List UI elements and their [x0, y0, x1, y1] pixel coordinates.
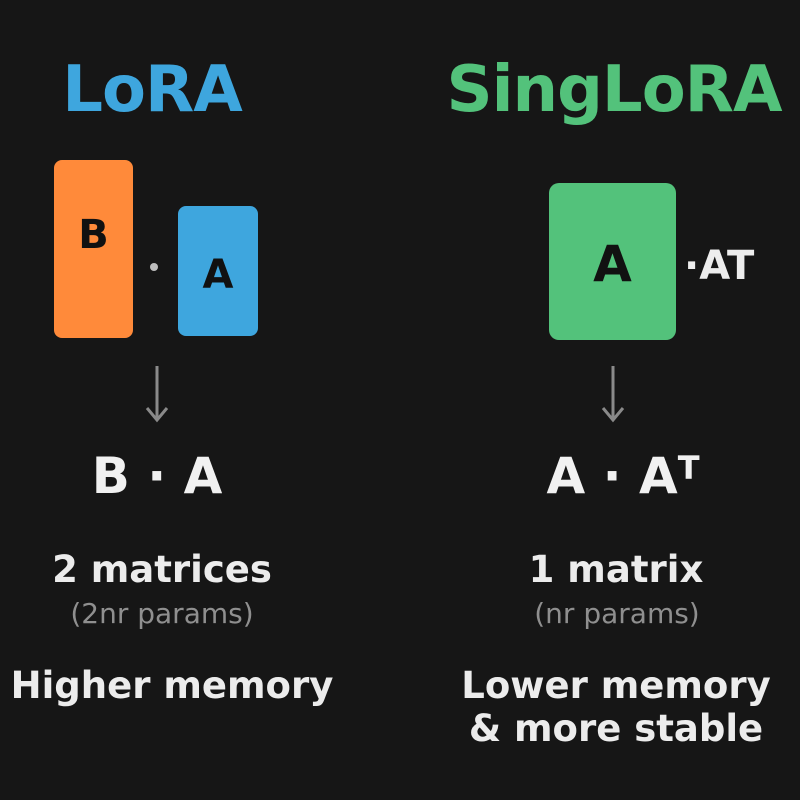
singlora-params: (nr params) — [534, 597, 700, 630]
matrix-a-label: A — [202, 252, 234, 298]
singlora-title: SingLoRA — [446, 53, 783, 127]
singlora-note: Lower memory & more stable — [461, 664, 771, 750]
matrix-b-label: B — [78, 212, 109, 258]
lora-formula: B · A — [91, 447, 223, 505]
lora-matrix-count: 2 matrices — [52, 548, 272, 591]
lora-params: (2nr params) — [70, 597, 254, 630]
multiply-dot — [150, 263, 158, 271]
singlora-formula: A · AT — [546, 451, 699, 501]
singlora-matrix-a-label: A — [593, 234, 632, 293]
lora-title: LoRA — [62, 53, 243, 127]
singlora-matrix-count: 1 matrix — [528, 548, 704, 591]
singlora-formula-superscript: T — [677, 449, 700, 487]
arrow-down-icon — [145, 366, 169, 423]
lora-note: Higher memory — [10, 664, 334, 707]
arrow-down-icon — [601, 366, 625, 423]
singlora-formula-main: A · A — [546, 447, 678, 505]
singlora-note-line-1: Lower memory — [461, 664, 771, 707]
singlora-transpose-label: ·AT — [684, 243, 755, 289]
matrix-b-box: B — [54, 160, 133, 338]
singlora-matrix-a-box: A — [549, 183, 676, 340]
singlora-note-line-2: & more stable — [468, 706, 764, 750]
matrix-a-box: A — [178, 206, 258, 336]
